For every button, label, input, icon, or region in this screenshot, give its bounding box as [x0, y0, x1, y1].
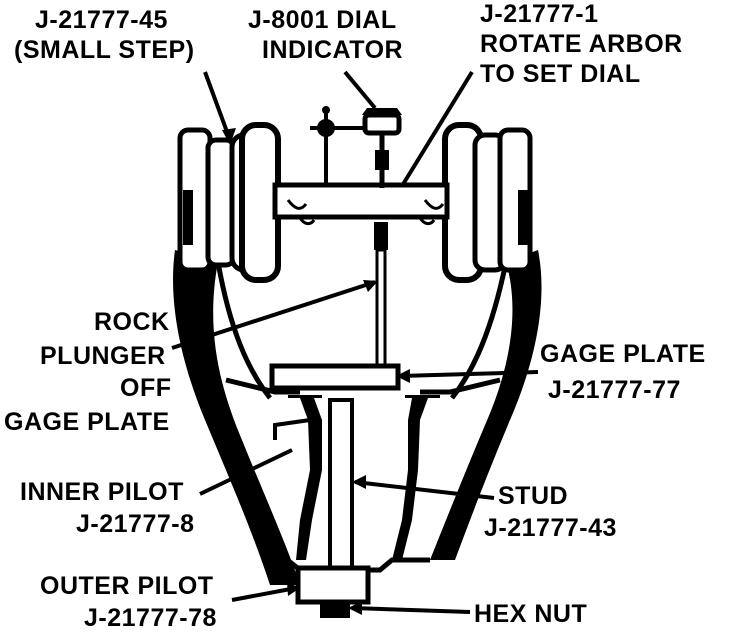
label-line: TO SET DIAL: [480, 60, 641, 88]
label-line: J-21777-8: [76, 510, 194, 538]
label-line: ROCK: [94, 308, 170, 336]
gage-plate: [269, 363, 401, 391]
label-line: INDICATOR: [262, 36, 403, 64]
callout-gage-plate: GAGE PLATE J-21777-77: [540, 340, 706, 404]
mechanical-drawing: [173, 106, 542, 618]
label-line: STUD: [498, 482, 568, 510]
callout-outer-pilot: OUTER PILOT J-21777-78: [40, 572, 217, 632]
housing-body-right: [430, 250, 542, 560]
hex-nut: [320, 600, 350, 618]
left-bearing-assembly: [177, 122, 281, 283]
label-line: J-8001 DIAL: [248, 6, 397, 34]
label-line: (SMALL STEP): [14, 36, 195, 64]
label-line: J-21777-78: [84, 604, 217, 632]
callout-inner-pilot: INNER PILOT J-21777-8: [20, 478, 194, 538]
right-bearing-assembly: [442, 122, 533, 283]
inner-pilot: [273, 395, 440, 560]
leader-lines: [171, 70, 539, 615]
label-line: GAGE PLATE: [4, 408, 170, 436]
label-line: GAGE PLATE: [540, 340, 706, 368]
dial-indicator: [310, 106, 402, 188]
label-line: J-21777-43: [484, 514, 617, 542]
housing-body: [173, 250, 300, 585]
callout-hex-nut: HEX NUT: [474, 600, 587, 628]
plunger: [374, 222, 388, 370]
callout-rotate-arbor: J-21777-1 ROTATE ARBOR TO SET DIAL: [480, 0, 683, 88]
label-line: ROTATE ARBOR: [480, 30, 683, 58]
label-line: J-21777-1: [480, 0, 598, 28]
label-line: INNER PILOT: [20, 478, 184, 506]
label-line: J-21777-77: [548, 376, 681, 404]
stud: [328, 398, 354, 572]
label-line: OFF: [120, 374, 172, 402]
callout-dial-indicator: J-8001 DIAL INDICATOR: [248, 6, 403, 64]
callout-stud: STUD J-21777-43: [484, 482, 617, 542]
label-line: HEX NUT: [474, 600, 587, 628]
callout-small-step: J-21777-45 (SMALL STEP): [14, 6, 195, 64]
arbor-bar: [272, 182, 450, 226]
label-line: OUTER PILOT: [40, 572, 214, 600]
label-line: J-21777-45: [35, 6, 168, 34]
callout-rock-plunger: ROCK PLUNGER OFF GAGE PLATE: [4, 308, 172, 436]
label-line: PLUNGER: [40, 342, 166, 370]
